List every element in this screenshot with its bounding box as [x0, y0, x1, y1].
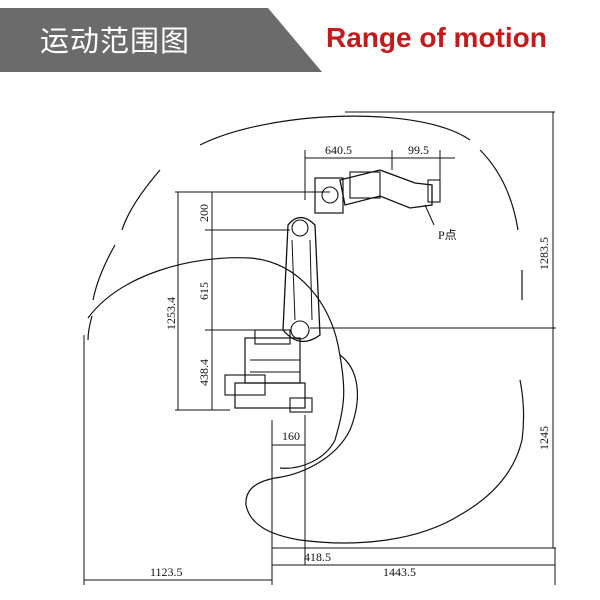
inner-reach-arc: [87, 257, 345, 469]
dim-200: 200: [197, 204, 211, 222]
dim-1443: 1443.5: [383, 565, 416, 579]
dim-615: 615: [197, 282, 211, 300]
page-title-english: Range of motion: [326, 22, 547, 53]
lower-reach-arc: [245, 354, 523, 544]
dim-438: 438.4: [197, 359, 211, 386]
dim-99: 99.5: [408, 143, 429, 157]
header-banner: [0, 8, 322, 72]
outer-reach-arc-left1: [121, 169, 161, 231]
dim-1245: 1245: [537, 426, 551, 450]
dim-1123: 1123.5: [150, 565, 183, 579]
dim-418: 418.5: [304, 550, 331, 564]
outer-reach-arc-top: [199, 115, 471, 146]
right-reach-arc: [519, 270, 525, 441]
outer-reach-arc-left3: [87, 315, 93, 341]
dim-1253: 1253.4: [164, 297, 178, 330]
robot-lower-arm: [282, 216, 321, 342]
outer-reach-arc-right: [479, 149, 519, 231]
page-title-chinese: 运动范围图: [40, 24, 191, 58]
dim-640: 640.5: [325, 143, 352, 157]
dim-160: 160: [282, 429, 300, 443]
robot-forearm: [339, 169, 433, 209]
outer-reach-arc-left2: [92, 244, 116, 301]
dim-1283: 1283.5: [537, 237, 551, 270]
label-p-point: P点: [438, 228, 457, 242]
